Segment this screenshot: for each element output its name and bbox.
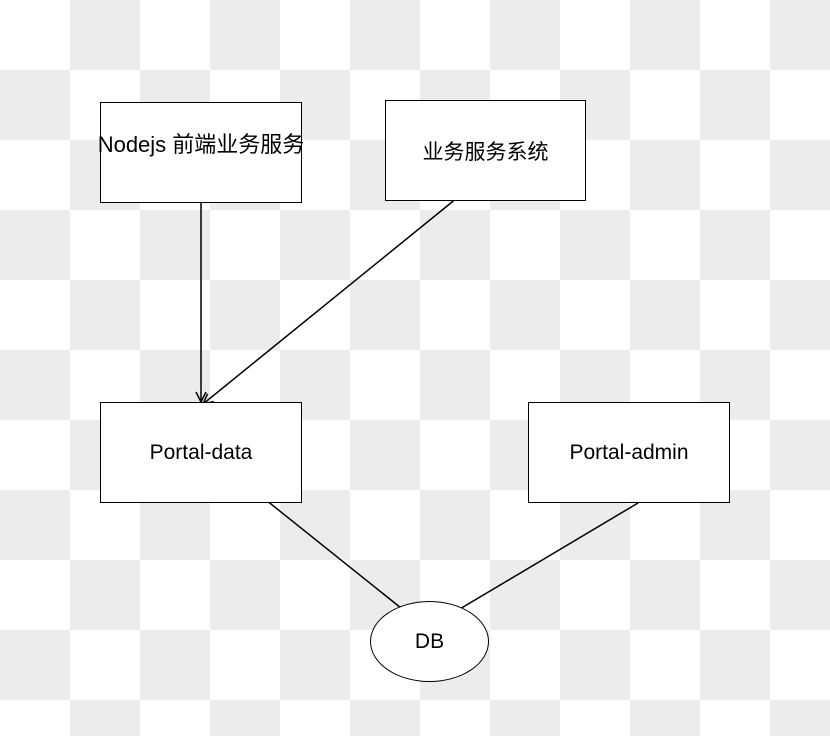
node-portal-data[interactable]: Portal-data [100,402,302,503]
node-db[interactable]: DB [370,601,489,682]
node-label: 业务服务系统 [422,140,549,164]
node-nodejs-frontend-service[interactable]: Nodejs 前端业务服务 [97,102,305,203]
node-label: DB [414,629,445,653]
node-label: Nodejs 前端业务服务 [97,132,305,157]
edge-portal-admin-to-db [448,502,639,616]
edge-biz-to-portal-data [203,197,458,404]
node-portal-admin[interactable]: Portal-admin [528,402,730,503]
node-label: Portal-data [149,440,253,464]
edge-portal-data-to-db [250,487,411,616]
node-label: Portal-admin [569,440,689,464]
node-business-service-system[interactable]: 业务服务系统 [385,100,586,201]
